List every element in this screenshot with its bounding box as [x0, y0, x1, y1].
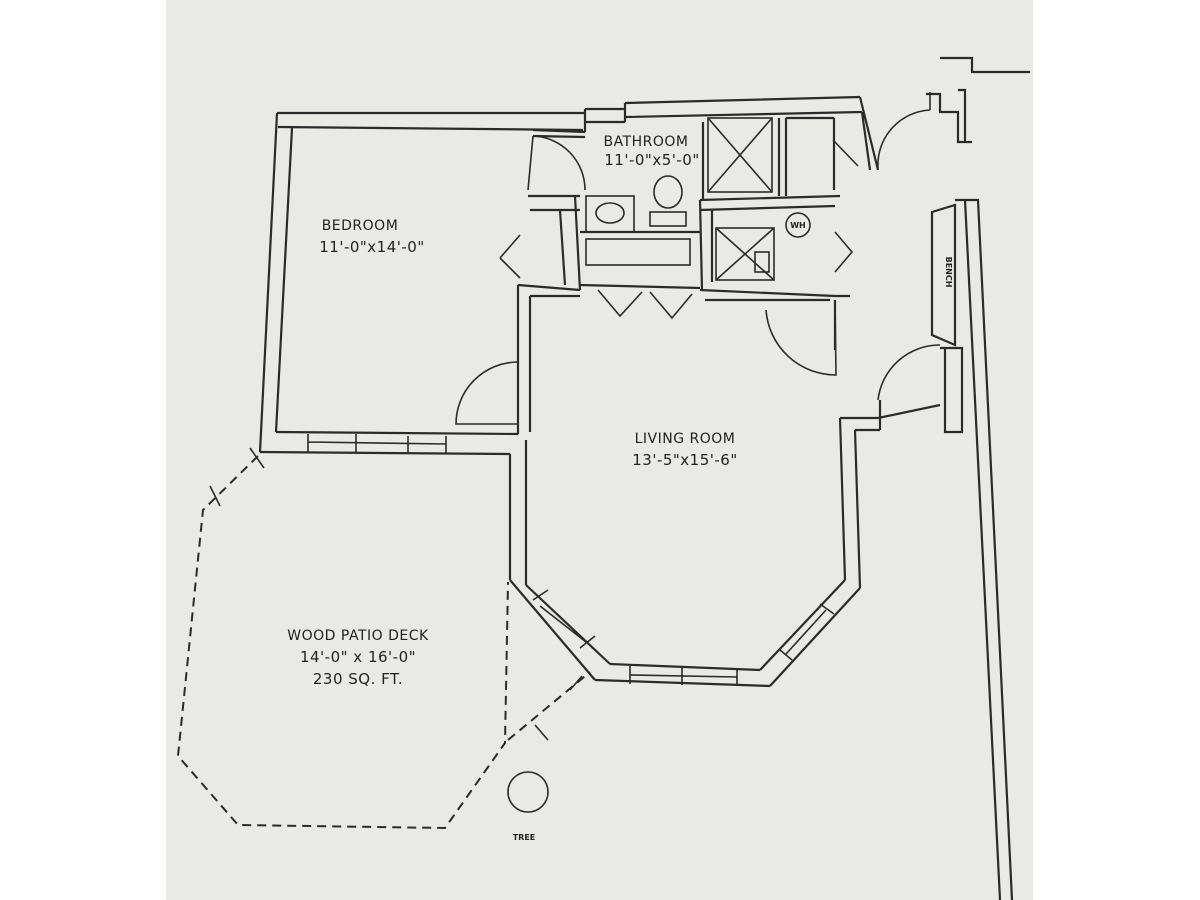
toilet	[653, 175, 683, 209]
entry-door-left	[765, 299, 837, 376]
bedroom-size: 11'-0"x14'-0"	[319, 238, 425, 256]
patio-label: WOOD PATIO DECK	[287, 628, 429, 644]
tree-label: TREE	[513, 833, 536, 842]
bathroom-counter	[585, 238, 691, 266]
entry-door-right	[877, 344, 941, 401]
bathroom-sink	[585, 195, 635, 233]
patio-area: 230 SQ. FT.	[313, 670, 403, 688]
bedroom-door	[527, 135, 586, 191]
bathroom-size: 11'-0"x5'-0"	[604, 151, 699, 169]
utility-door	[834, 231, 854, 273]
bedroom-walls	[258, 95, 863, 456]
paper-sheet	[166, 0, 1033, 900]
living-room-walls	[508, 283, 880, 688]
bench	[930, 198, 1014, 900]
utility-walls	[698, 194, 841, 302]
bedroom-label: BEDROOM	[322, 218, 399, 234]
door-swings	[455, 92, 941, 425]
water-heater-circle	[785, 212, 811, 238]
hall-closet-doors	[597, 289, 693, 320]
living-room-size: 13'-5"x15'-6"	[632, 451, 738, 469]
entry-walls	[858, 56, 1030, 434]
bathroom-label: BATHROOM	[603, 134, 688, 150]
back-door	[877, 92, 931, 169]
shower-stall	[707, 117, 773, 193]
water-heater-label: WH	[790, 221, 806, 230]
tree-symbol	[507, 771, 549, 813]
living-room-label: LIVING ROOM	[635, 431, 736, 447]
bench-label: BENCH	[944, 257, 953, 288]
bedroom-closet-doors	[499, 234, 521, 279]
patio-deck-outline	[176, 447, 591, 830]
patio-size: 14'-0" x 16'-0"	[300, 648, 416, 666]
closet-door	[832, 139, 859, 167]
washer-dryer	[715, 227, 775, 281]
living-room-door	[455, 361, 519, 425]
